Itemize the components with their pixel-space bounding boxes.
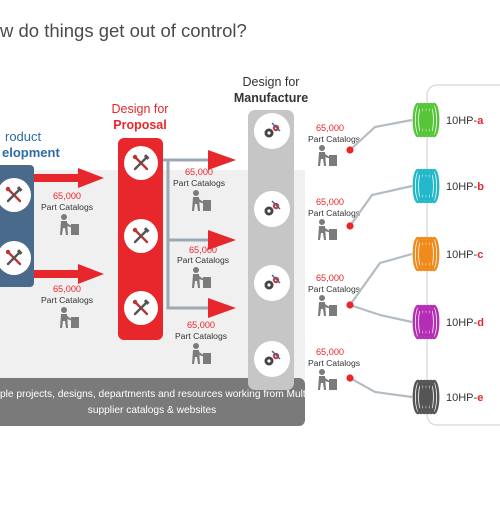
- output-label-suffix: e: [477, 392, 483, 404]
- output-label-prefix: 10HP-: [446, 181, 478, 193]
- output-connectors: [349, 118, 413, 399]
- proposal-heading-line-1: Design for: [112, 102, 169, 116]
- output-label-prefix: 10HP-: [446, 317, 478, 329]
- manufacture-column: Design for Manufacture: [234, 75, 308, 390]
- product-arrows: [34, 168, 104, 284]
- output-label-prefix: 10HP-: [446, 249, 478, 261]
- catalog-label: Part Catalogs: [308, 284, 360, 294]
- product-heading-line-2: elopment: [2, 145, 60, 160]
- manufacture-heading-line-1: Design for: [243, 75, 300, 89]
- worker-icon: [318, 369, 337, 390]
- catalog-callout: 65,000 Part Catalogs: [308, 347, 360, 390]
- output-item: 10HP-e: [412, 379, 483, 415]
- product-development-column: roduct elopment: [0, 129, 60, 287]
- output-label: 10HP-e: [446, 392, 483, 404]
- spring-coil-icon: [412, 304, 440, 340]
- catalog-callout: 65,000 Part Catalogs: [308, 273, 360, 316]
- output-label-suffix: c: [477, 249, 483, 261]
- catalog-label: Part Catalogs: [41, 202, 93, 212]
- catalog-count: 65,000: [187, 320, 215, 330]
- catalog-callout: 65,000 Part Catalogs: [41, 284, 93, 328]
- product-heading-line-1: roduct: [5, 129, 42, 144]
- output-label-prefix: 10HP-: [446, 392, 478, 404]
- catalog-count: 65,000: [316, 347, 344, 357]
- catalog-label: Part Catalogs: [41, 295, 93, 305]
- worker-icon: [318, 219, 337, 240]
- proposal-connectors: [163, 150, 236, 318]
- catalog-count: 65,000: [53, 191, 81, 201]
- catalog-count: 65,000: [316, 123, 344, 133]
- footer-banner: ple projects, designs, departments and r…: [0, 378, 322, 426]
- catalog-label: Part Catalogs: [308, 358, 360, 368]
- catalog-callout: 65,000 Part Catalogs: [41, 191, 93, 235]
- spring-coil-icon: [412, 379, 440, 415]
- output-label-suffix: d: [477, 317, 484, 329]
- catalog-label: Part Catalogs: [308, 208, 360, 218]
- proposal-column: Design for Proposal: [112, 102, 169, 340]
- output-label: 10HP-a: [446, 115, 484, 127]
- output-label: 10HP-b: [446, 181, 484, 193]
- footer-line-1: ple projects, designs, departments and r…: [0, 389, 322, 400]
- catalog-label: Part Catalogs: [308, 134, 360, 144]
- manufacture-heading-line-2: Manufacture: [234, 91, 308, 105]
- catalog-label: Part Catalogs: [177, 255, 229, 265]
- page-title: w do things get out of control?: [0, 20, 247, 41]
- catalog-callout: 65,000 Part Catalogs: [308, 197, 360, 240]
- spring-coil-icon: [412, 168, 440, 204]
- output-label: 10HP-c: [446, 249, 483, 261]
- output-label-suffix: b: [477, 181, 484, 193]
- catalog-callout: 65,000 Part Catalogs: [308, 123, 360, 166]
- output-item: 10HP-c: [412, 236, 483, 272]
- output-item: 10HP-d: [412, 304, 484, 340]
- catalog-callout: 65,000 Part Catalogs: [173, 167, 225, 211]
- connector-dots: [346, 146, 354, 382]
- footer-line-2: supplier catalogs & websites: [88, 405, 217, 416]
- catalog-count: 65,000: [316, 273, 344, 283]
- catalog-callout: 65,000 Part Catalogs: [175, 320, 227, 364]
- catalog-callout: 65,000 Part Catalogs: [177, 245, 229, 288]
- catalog-count: 65,000: [53, 284, 81, 294]
- worker-icon: [318, 295, 337, 316]
- catalog-count: 65,000: [185, 167, 213, 177]
- proposal-heading-line-2: Proposal: [113, 118, 167, 132]
- spring-coil-icon: [412, 102, 440, 138]
- catalog-label: Part Catalogs: [175, 331, 227, 341]
- output-item: 10HP-b: [412, 168, 484, 204]
- catalog-count: 65,000: [189, 245, 217, 255]
- output-label: 10HP-d: [446, 317, 484, 329]
- catalog-label: Part Catalogs: [173, 178, 225, 188]
- output-item: 10HP-a: [412, 102, 484, 138]
- spring-coil-icon: [412, 236, 440, 272]
- worker-icon: [318, 145, 337, 166]
- catalog-count: 65,000: [316, 197, 344, 207]
- output-label-suffix: a: [477, 115, 484, 127]
- output-label-prefix: 10HP-: [446, 115, 478, 127]
